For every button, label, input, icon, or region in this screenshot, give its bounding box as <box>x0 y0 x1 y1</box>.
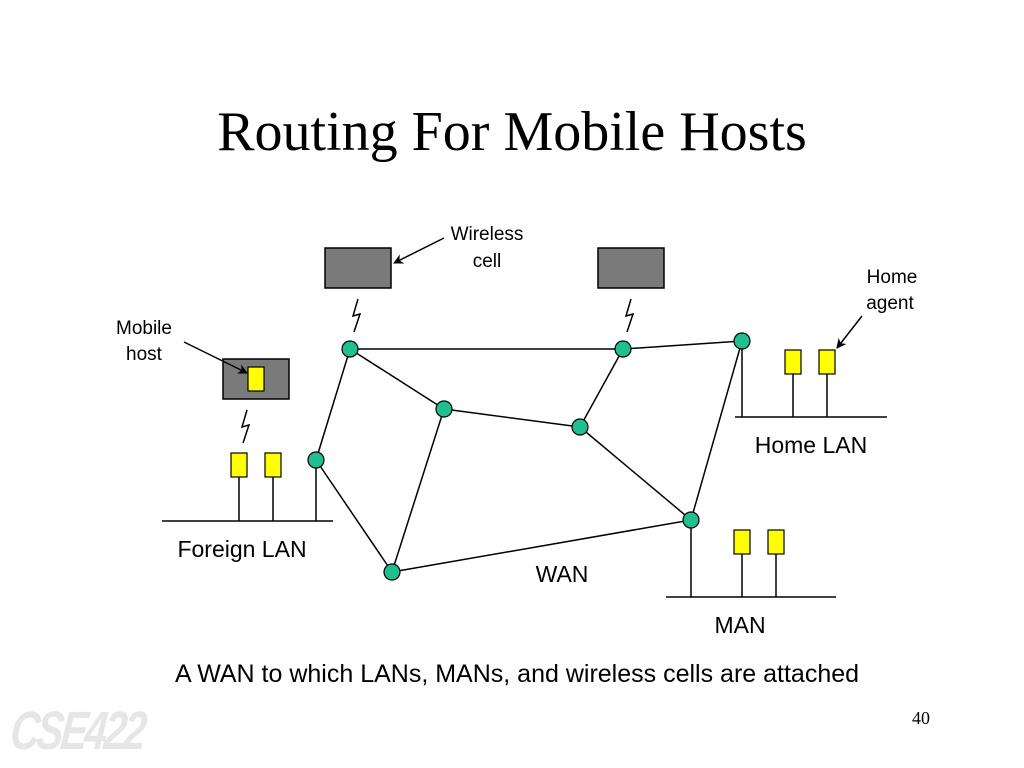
home-agent-label: agent <box>866 293 914 314</box>
router-bottom-left-icon <box>383 563 401 581</box>
foreign-lan-host <box>230 452 248 478</box>
wan-link <box>579 348 624 428</box>
home-agent-label: Home <box>867 267 918 288</box>
man-host <box>767 529 785 555</box>
page-number: 40 <box>912 708 930 728</box>
home-lan-host <box>784 349 802 375</box>
mobile-host-cell <box>222 358 290 400</box>
mobile-host <box>247 366 265 392</box>
wireless-cell-label: cell <box>473 251 502 272</box>
wireless-signal-icon <box>624 298 635 333</box>
router-bottom-right-icon <box>682 511 700 529</box>
slide-caption: A WAN to which LANs, MANs, and wireless … <box>174 660 860 688</box>
home-agent <box>818 349 836 375</box>
mobile-host-label: host <box>126 344 163 365</box>
wan-link <box>391 519 692 573</box>
router-center-left-icon <box>435 400 453 418</box>
wan-routers <box>307 332 751 581</box>
router-top-left-icon <box>341 340 359 358</box>
router-left-icon <box>307 451 325 469</box>
wan-link <box>690 340 743 521</box>
wireless-cell-arrow <box>393 237 445 264</box>
wireless-cell-base-station <box>324 247 392 289</box>
wan-link <box>315 459 393 573</box>
wireless-cell-base-station <box>597 247 665 289</box>
wan-links <box>315 340 743 573</box>
slide-title: Routing For Mobile Hosts <box>217 101 807 163</box>
foreign-lan-host <box>264 452 282 478</box>
wan-link <box>349 348 445 410</box>
wan-label: WAN <box>536 561 589 587</box>
wireless-signal-icon <box>351 298 362 333</box>
home-lan-label: Home LAN <box>755 432 867 458</box>
foreign-lan-label: Foreign LAN <box>177 536 306 562</box>
man-host <box>733 529 751 555</box>
wan-link <box>579 426 692 521</box>
wan-link <box>315 348 351 461</box>
router-center-right-icon <box>571 418 589 436</box>
course-logo: CSE422 <box>7 701 147 761</box>
wan-link <box>622 340 743 350</box>
home-agent-arrow <box>836 315 863 349</box>
mobile-host-arrow <box>183 341 248 374</box>
wireless-signal-icon <box>240 409 251 444</box>
router-top-right-icon <box>614 340 632 358</box>
router-far-right-icon <box>733 332 751 350</box>
wan-link <box>443 408 581 428</box>
wan-link <box>391 408 445 573</box>
man-label: MAN <box>714 612 765 638</box>
mobile-host-label: Mobile <box>116 318 172 339</box>
wireless-cell-label: Wireless <box>451 224 524 245</box>
